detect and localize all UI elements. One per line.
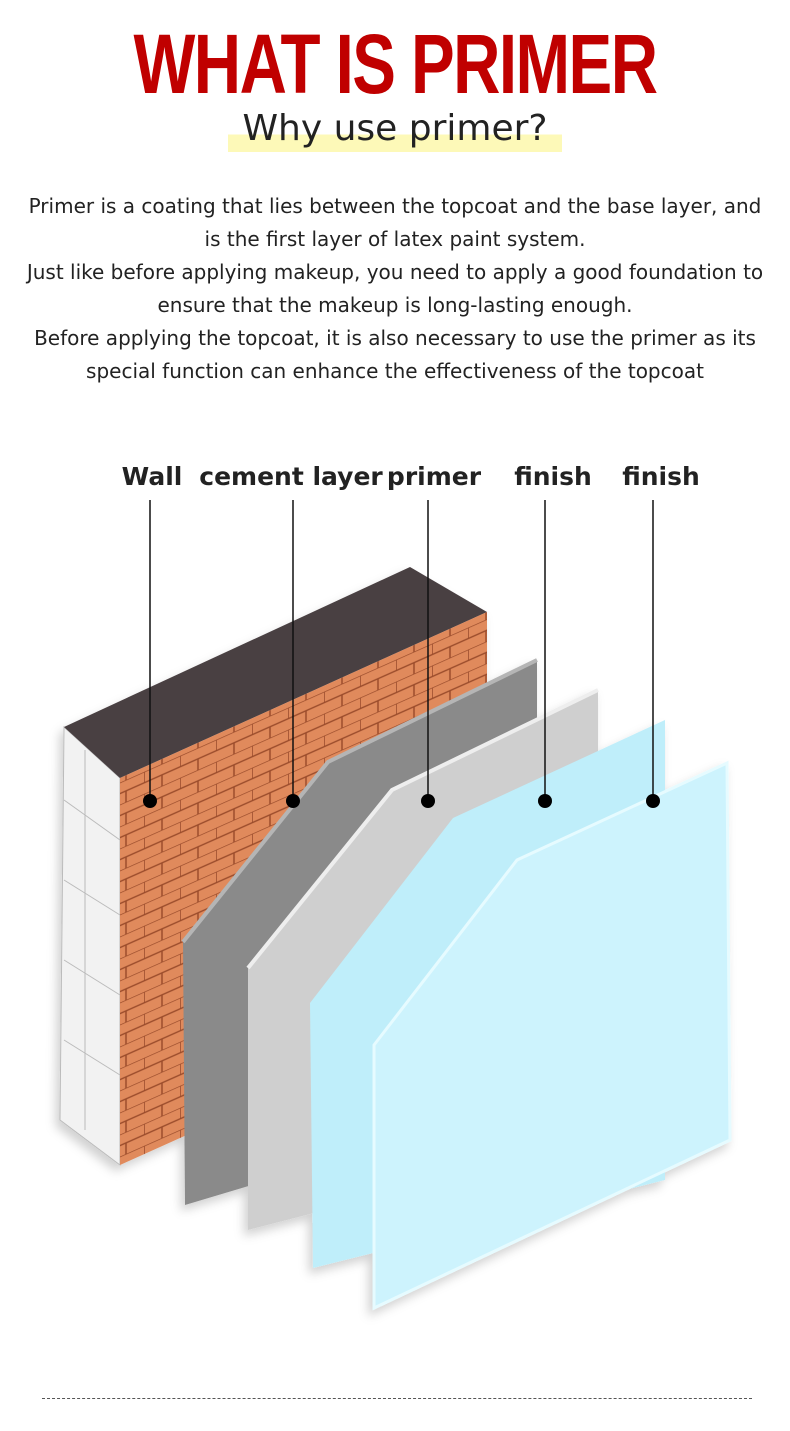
- description: Primer is a coating that lies between th…: [20, 190, 770, 388]
- marker-dot: [646, 794, 660, 808]
- wall-top: [64, 567, 487, 778]
- subtitle: Why use primer?: [228, 106, 562, 152]
- label-wall: Wall: [121, 462, 183, 491]
- label-primer: primer: [386, 462, 482, 491]
- marker-dot: [143, 794, 157, 808]
- divider: [42, 1398, 752, 1399]
- label-cement-layer: cement layer: [199, 462, 383, 491]
- marker-dot: [286, 794, 300, 808]
- label-finish: finish: [622, 462, 700, 491]
- label-finish: finish: [514, 462, 592, 491]
- paragraph: Before applying the topcoat, it is also …: [34, 326, 756, 383]
- marker-dot: [421, 794, 435, 808]
- finish-panel-2: [372, 760, 732, 1311]
- leader-lines: [149, 500, 654, 800]
- paragraph: Primer is a coating that lies between th…: [28, 194, 762, 251]
- page-title: WHAT IS PRIMER: [133, 17, 658, 111]
- wall-side: [59, 725, 121, 1166]
- marker-dot: [538, 794, 552, 808]
- paragraph: Just like before applying makeup, you ne…: [26, 260, 764, 317]
